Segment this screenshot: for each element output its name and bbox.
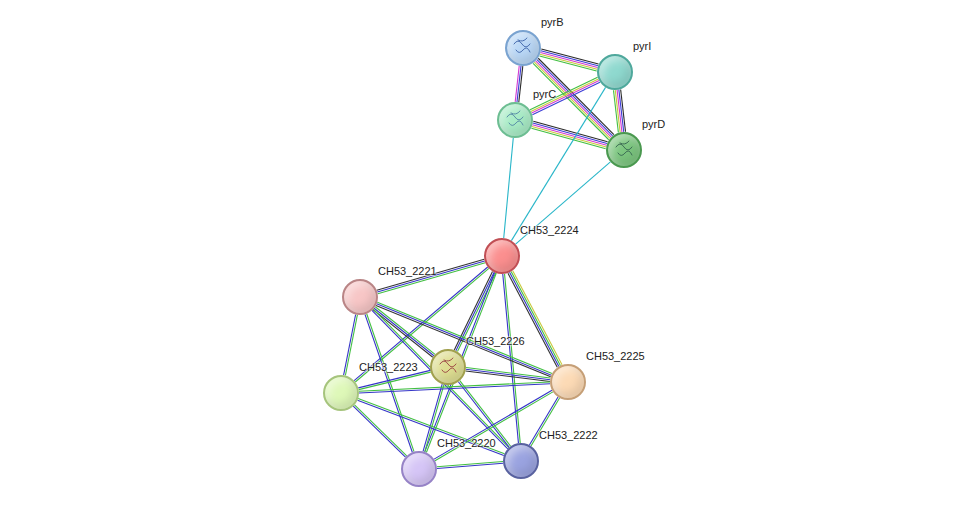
interaction-edge [530, 77, 600, 114]
node-label: pyrC [533, 88, 556, 100]
protein-node: pyrB [505, 30, 541, 66]
interaction-edge [377, 259, 485, 293]
interaction-edge [344, 314, 358, 375]
interaction-edge [613, 89, 625, 132]
interaction-edge [540, 49, 599, 71]
protein-node: CH53_2221 [342, 279, 378, 315]
protein-node: CH53_2224 [484, 238, 520, 274]
node-label: CH53_2223 [359, 361, 418, 373]
node-label: pyrI [633, 40, 651, 52]
interaction-edge [358, 370, 430, 389]
node-label: CH53_2220 [437, 437, 496, 449]
protein-structure [440, 38, 632, 373]
interaction-edge [365, 314, 414, 453]
protein-node: pyrD [606, 132, 642, 168]
node-label: CH53_2225 [586, 350, 645, 362]
interaction-edge [516, 162, 611, 244]
node-label: CH53_2222 [539, 429, 598, 441]
interaction-edge [353, 405, 406, 457]
node-label: pyrD [642, 118, 665, 130]
interaction-edge [504, 138, 514, 238]
node-label: CH53_2221 [378, 265, 437, 277]
interaction-edge [531, 121, 607, 148]
protein-node: CH53_2220 [401, 451, 437, 487]
interaction-edge [358, 399, 505, 456]
node-label: CH53_2226 [466, 335, 525, 347]
interaction-edge [466, 367, 551, 381]
node-label: CH53_2224 [520, 224, 579, 236]
interaction-edge [508, 271, 562, 368]
protein-node: pyrI [597, 54, 633, 90]
interaction-edge [515, 66, 523, 103]
protein-node: CH53_2223 [323, 375, 359, 411]
interaction-edge [373, 307, 435, 357]
protein-node: pyrC [497, 102, 533, 138]
protein-node: CH53_2225 [550, 364, 586, 400]
node-label: pyrB [541, 16, 564, 28]
interaction-edge [437, 462, 503, 469]
protein-node: CH53_2226 [430, 349, 466, 385]
protein-node: CH53_2222 [503, 443, 539, 479]
